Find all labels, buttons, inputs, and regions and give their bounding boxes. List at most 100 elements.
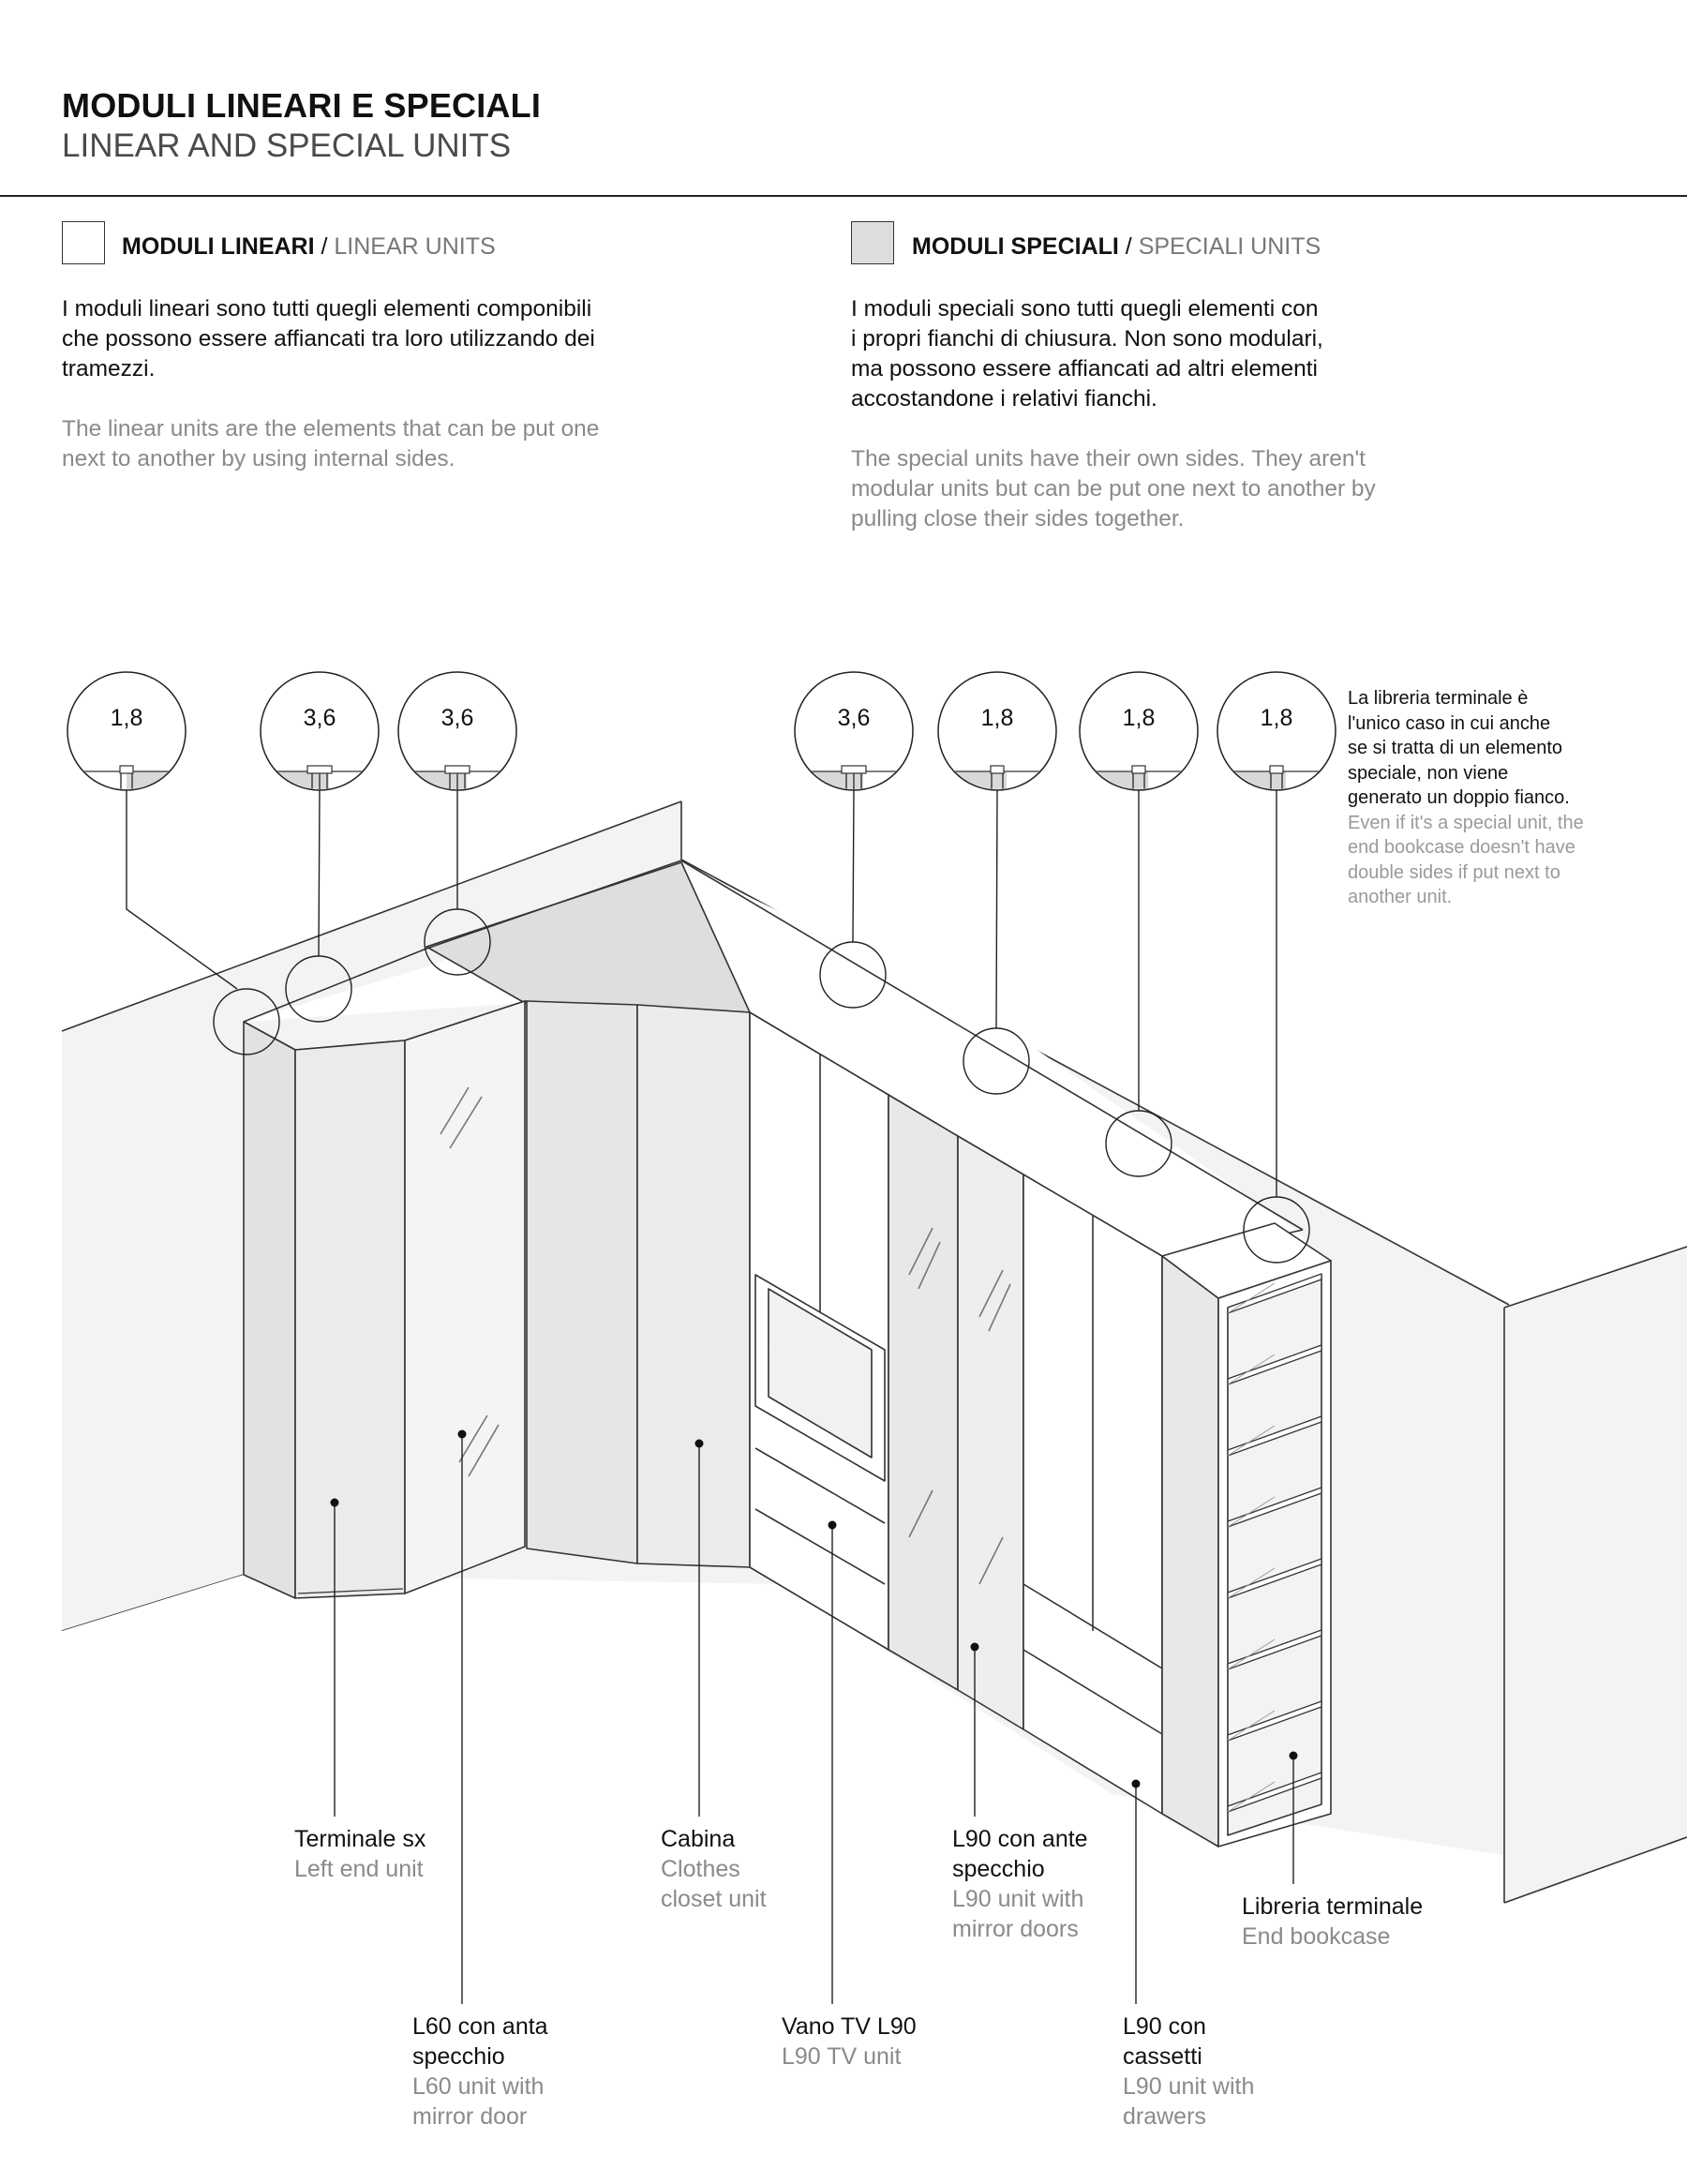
label-en: closet unit <box>661 1886 767 1912</box>
bookcase-shelf-shadow <box>1227 1638 1276 1670</box>
linear-heading-en: LINEAR UNITS <box>334 233 496 260</box>
page-subtitle: LINEAR AND SPECIAL UNITS <box>62 127 512 164</box>
detail-leader <box>852 789 855 943</box>
note-line: double sides if put next to <box>1348 861 1560 883</box>
bookcase-shelf-shadow <box>1227 1710 1276 1742</box>
detail-target-circle <box>1105 1110 1172 1177</box>
room-right-wall <box>1504 1247 1687 1903</box>
label-en: L60 unit with <box>412 2073 545 2100</box>
page-title: MODULI LINEARI E SPECIALI <box>62 86 542 125</box>
detail-panel-shade <box>1081 771 1148 789</box>
special-heading: MODULI SPECIALI / SPECIALI UNITS <box>912 233 1321 261</box>
label-en: Clothes <box>661 1856 740 1882</box>
label-dot <box>330 1498 339 1507</box>
header-divider <box>0 195 1687 197</box>
bookcase-shelf <box>1227 1700 1322 1742</box>
text-line: accostandone i relativi fianchi. <box>851 386 1157 411</box>
closet-right-door <box>636 1004 751 1568</box>
detail-circle <box>397 671 517 791</box>
detail-panel-shade <box>1218 771 1286 789</box>
special-heading-it: MODULI SPECIALI <box>912 233 1119 260</box>
bookcase-shelf <box>1227 1558 1322 1599</box>
detail-value: 3,6 <box>838 705 871 731</box>
text-line: next to another by using internal sides. <box>62 446 455 471</box>
label-it: L90 con ante <box>952 1826 1088 1852</box>
detail-panel-shade <box>399 771 467 789</box>
detail-target-circle <box>1243 1196 1310 1264</box>
l90-mirror-left-door <box>888 1094 959 1691</box>
special-heading-en: SPECIALI UNITS <box>1138 233 1321 260</box>
closet-left-door <box>526 1000 638 1564</box>
special-heading-separator: / <box>1118 233 1139 260</box>
floor-edge-right <box>1503 1836 1687 1904</box>
note-line: speciale, non viene <box>1348 762 1509 784</box>
detail-value: 1,8 <box>981 705 1014 731</box>
label-dot <box>457 1429 467 1439</box>
detail-value: 3,6 <box>304 705 336 731</box>
detail-circle <box>67 671 187 791</box>
detail-target-circle <box>963 1027 1030 1095</box>
bookcase-shelf <box>1227 1772 1322 1813</box>
text-line: che possono essere affiancati tra loro u… <box>62 326 595 352</box>
detail-leader <box>995 789 998 1029</box>
label-l90-specchio: L90 con ante specchio L90 unit with mirr… <box>952 1824 1088 1944</box>
note-line: l'unico caso in cui anche <box>1348 712 1551 734</box>
bookcase-shelf-shadow <box>1227 1496 1276 1528</box>
detail-target-circle <box>285 955 352 1023</box>
bookcase-shelf-shadow <box>1227 1781 1276 1813</box>
detail-panel-shade <box>261 771 329 789</box>
label-it: L60 con anta <box>412 2013 548 2040</box>
note-line: end bookcase doesn't have <box>1348 837 1575 858</box>
special-swatch <box>851 221 894 264</box>
label-it: Cabina <box>661 1826 736 1852</box>
detail-target-circle <box>213 988 280 1055</box>
text-line: I moduli speciali sono tutti quegli elem… <box>851 296 1319 322</box>
detail-circle <box>1079 671 1199 791</box>
label-dot <box>1289 1751 1298 1760</box>
bookcase-shelf-shadow <box>1227 1354 1276 1385</box>
text-line: The special units have their own sides. … <box>851 446 1366 471</box>
label-it: Libreria terminale <box>1242 1893 1424 1920</box>
bookcase-shelf <box>1227 1487 1322 1528</box>
linear-heading-it: MODULI LINEARI <box>122 233 315 260</box>
bookcase-shelf-shadow <box>1227 1567 1276 1599</box>
label-it: specchio <box>412 2043 505 2070</box>
detail-panel-shade <box>939 771 1007 789</box>
label-l60: L60 con anta specchio L60 unit with mirr… <box>412 2012 548 2132</box>
linear-swatch <box>62 221 105 264</box>
label-l90-cassetti: L90 con cassetti L90 unit with drawers <box>1123 2012 1254 2132</box>
text-line: modular units but can be put one next to… <box>851 476 1376 501</box>
label-it: L90 con <box>1123 2013 1206 2040</box>
detail-circle <box>1217 671 1336 791</box>
text-line: i propri fianchi di chiusura. Non sono m… <box>851 326 1323 352</box>
detail-leader <box>318 789 321 957</box>
note-line: generato un doppio fianco. <box>1348 787 1570 808</box>
left-end-side <box>243 1021 296 1599</box>
label-dot <box>828 1520 837 1530</box>
label-en: L90 TV unit <box>782 2043 902 2070</box>
bookcase-note: La libreria terminale è l'unico caso in … <box>1348 686 1620 910</box>
text-line: pulling close their sides together. <box>851 506 1185 531</box>
detail-target-circle <box>424 908 491 976</box>
special-text-it: I moduli speciali sono tutti quegli elem… <box>851 294 1323 414</box>
label-en: mirror door <box>412 2103 528 2130</box>
label-libreria: Libreria terminale End bookcase <box>1242 1892 1423 1952</box>
label-dot <box>1131 1779 1141 1788</box>
detail-panel-shade <box>117 771 185 789</box>
bookcase-shelf <box>1227 1629 1322 1670</box>
bookcase-shelf <box>1227 1344 1322 1385</box>
label-en: L90 unit with <box>1123 2073 1255 2100</box>
linear-heading-separator: / <box>314 233 335 260</box>
detail-circle <box>937 671 1057 791</box>
top-back-edge <box>243 860 1304 1231</box>
note-line: La libreria terminale è <box>1348 688 1529 709</box>
detail-panel-shade <box>796 771 863 789</box>
detail-value: 3,6 <box>441 705 474 731</box>
special-text-en: The special units have their own sides. … <box>851 444 1376 534</box>
label-it: cassetti <box>1123 2043 1202 2070</box>
note-line: Even if it's a special unit, the <box>1348 812 1584 833</box>
text-line: I moduli lineari sono tutti quegli eleme… <box>62 296 592 322</box>
label-vano: Vano TV L90 L90 TV unit <box>782 2012 917 2072</box>
label-dot <box>694 1439 704 1448</box>
